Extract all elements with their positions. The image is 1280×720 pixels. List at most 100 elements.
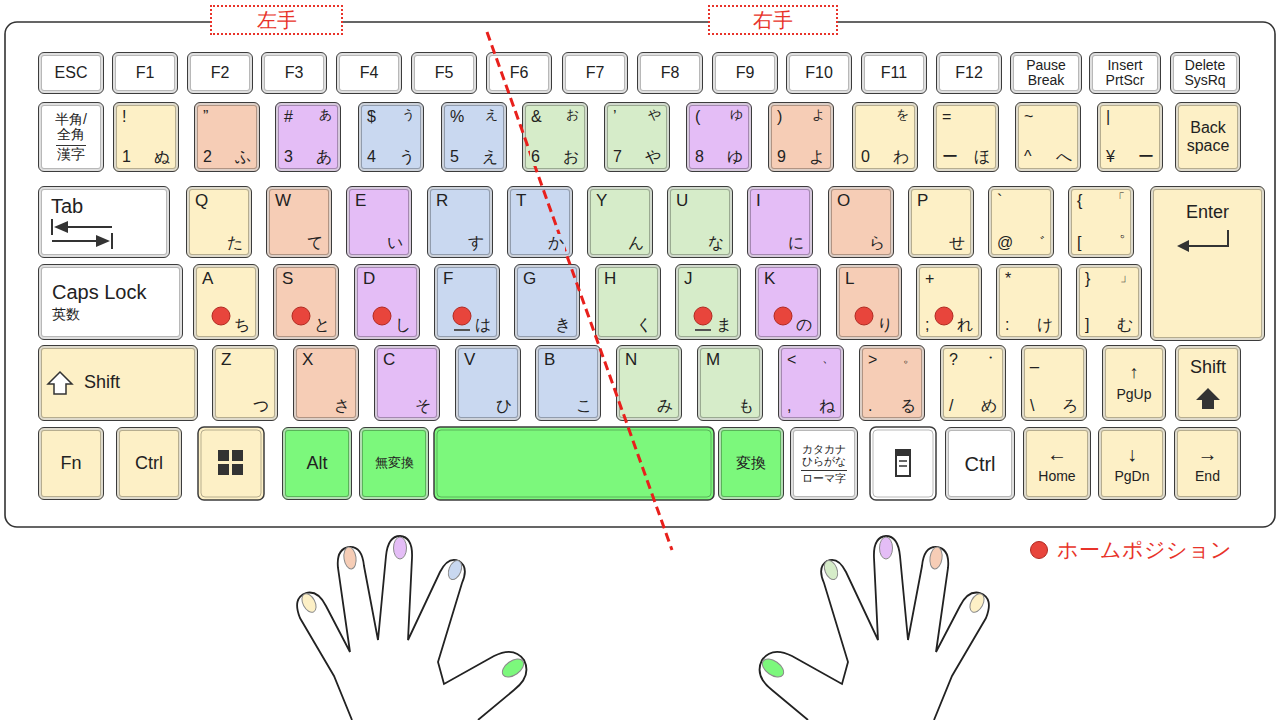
shift-icon xyxy=(48,372,72,394)
keyboard-key: !1ぬ xyxy=(113,102,179,172)
key-label: F9 xyxy=(735,64,756,82)
hand-label-box: 左手 xyxy=(210,5,343,35)
key-label: ち xyxy=(233,316,251,334)
logo-square xyxy=(218,464,229,475)
home-bump xyxy=(454,329,470,331)
key-label: @ xyxy=(996,234,1014,252)
tab-arrow-line xyxy=(60,226,112,228)
keyboard-key: Pause Break xyxy=(1010,52,1082,94)
key-label: と xyxy=(313,316,331,334)
keyboard-key: ’や7や xyxy=(604,102,670,172)
key-label: ー xyxy=(1137,148,1155,166)
key-label: し xyxy=(394,316,412,334)
keyboard-key: F11 xyxy=(861,52,927,94)
keyboard-key: Mも xyxy=(697,345,763,421)
keyboard-key: Bこ xyxy=(535,345,601,421)
key-label: F6 xyxy=(509,64,530,82)
tab-arrow-head xyxy=(96,235,110,247)
key-label: き xyxy=(554,316,572,334)
enter-arrow-head xyxy=(1177,240,1189,252)
key-label: U xyxy=(675,192,689,211)
key-label: Tab xyxy=(50,195,84,217)
keyboard-key: F6 xyxy=(486,52,552,94)
key-label: ゜ xyxy=(1108,234,1126,252)
key-label: ? xyxy=(948,351,959,369)
keyboard-key: Qた xyxy=(186,186,252,258)
keyboard-key: >。.る xyxy=(859,345,925,421)
key-label: Shift xyxy=(1189,358,1227,378)
key-label: F7 xyxy=(585,64,606,82)
keyboard-key: (ゆ8ゆ xyxy=(686,102,752,172)
key-label: ↑ xyxy=(1129,363,1140,383)
keyboard-key: Fは xyxy=(434,264,500,340)
key-label: ^ xyxy=(1023,148,1033,166)
key-label: 無変換 xyxy=(374,456,415,470)
index-nail xyxy=(822,558,841,581)
key-label: 」 xyxy=(1119,270,1134,284)
keyboard-key: F5 xyxy=(411,52,477,94)
key-label: F xyxy=(442,270,454,289)
left-hand xyxy=(297,536,527,720)
key-inner xyxy=(437,430,711,497)
keyboard-key: F12 xyxy=(936,52,1002,94)
keyboard-key: Dし xyxy=(354,264,420,340)
key-label: そ xyxy=(414,397,432,415)
menu-key xyxy=(870,427,936,500)
key-label: 、 xyxy=(821,351,836,365)
tab-bar xyxy=(111,233,113,249)
key-label: ゆ xyxy=(726,148,744,166)
key-label: * xyxy=(1004,270,1012,288)
key-label: ESC xyxy=(54,64,89,82)
legend-item: ホームポジション xyxy=(1030,538,1233,561)
key-label: F1 xyxy=(135,64,156,82)
key-label: O xyxy=(836,192,851,211)
key-label: 2 xyxy=(202,148,213,166)
keyboard-key: →End xyxy=(1174,427,1241,500)
key-label: = xyxy=(941,108,952,126)
middle-nail xyxy=(394,537,407,559)
keyboard-key: 半角/ 全角漢字 xyxy=(38,102,104,172)
keyboard-key: Uな xyxy=(667,186,733,258)
key-label: へ xyxy=(1055,148,1073,166)
key-label: よ xyxy=(808,148,826,166)
key-label: F10 xyxy=(804,64,834,82)
key-label: ¥ xyxy=(1105,148,1116,166)
key-label: ん xyxy=(627,234,645,252)
key-label: ; xyxy=(924,316,930,334)
keyboard-key: Insert PrtScr xyxy=(1089,52,1161,94)
tab-bar xyxy=(51,219,53,235)
key-label: を xyxy=(895,108,910,122)
key-label: か xyxy=(547,234,565,252)
right-hand xyxy=(759,536,989,720)
key-label: お xyxy=(565,108,580,122)
keyboard-key: F1 xyxy=(112,52,178,94)
key-label: T xyxy=(515,192,527,211)
keyboard-key: Oら xyxy=(828,186,894,258)
hand-outline xyxy=(760,536,989,720)
keyboard-key: Zつ xyxy=(212,345,278,421)
key-label: く xyxy=(635,316,653,334)
key-label: れ xyxy=(956,316,974,334)
key-inner xyxy=(873,430,933,497)
key-label: F11 xyxy=(880,64,908,82)
hand-divider-line xyxy=(487,32,672,550)
keyboard-key: Vひ xyxy=(455,345,521,421)
key-label: 8 xyxy=(694,148,705,166)
key-label: [ xyxy=(1076,234,1082,252)
keyboard-key: =ーほ xyxy=(933,102,999,172)
key-label: 。 xyxy=(902,351,917,365)
key-label: Caps Lock xyxy=(51,281,148,303)
home-dot xyxy=(694,307,712,325)
keyboard-key: Delete SysRq xyxy=(1170,52,1240,94)
home-dot xyxy=(774,307,792,325)
keyboard-key: _\ろ xyxy=(1021,345,1087,421)
keyboard-key: Aち xyxy=(193,264,259,340)
key-label: 半角/ 全角 xyxy=(43,112,99,143)
key-label: さ xyxy=(333,397,351,415)
keyboard-key: %え5え xyxy=(441,102,507,172)
keyboard-key: Sと xyxy=(273,264,339,340)
key-label: End xyxy=(1194,469,1221,484)
home-position-dots xyxy=(212,307,953,330)
key-label: 6 xyxy=(530,148,541,166)
